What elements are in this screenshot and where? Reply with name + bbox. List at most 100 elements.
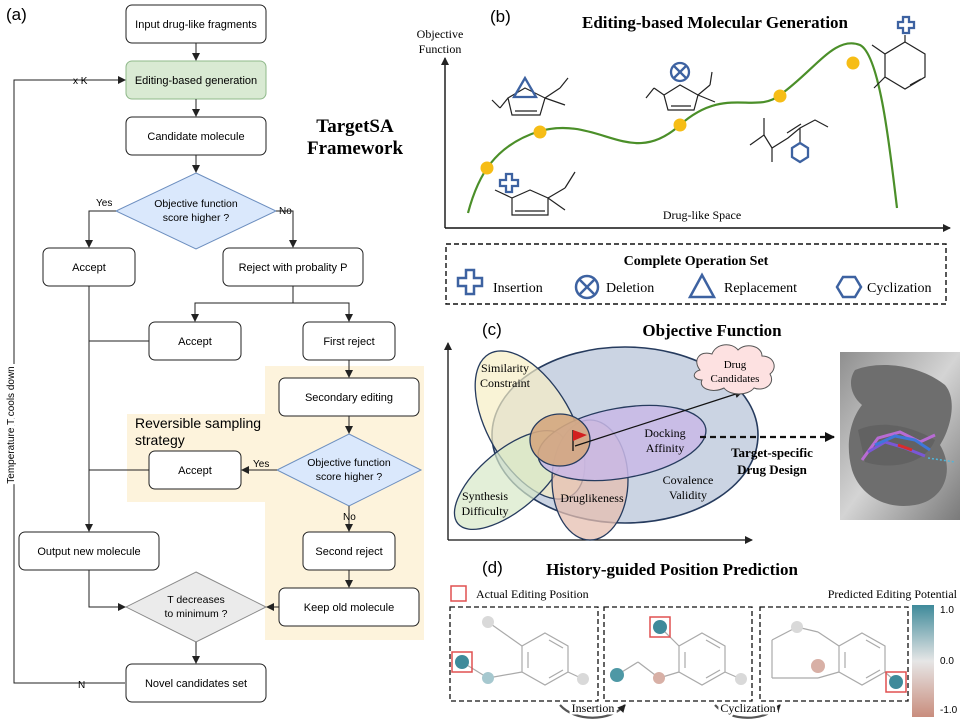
cyclization-halo: Cyclization xyxy=(720,701,775,715)
predicted-potential-label: Predicted Editing Potential xyxy=(828,587,958,601)
curve-point xyxy=(673,118,687,132)
docking-line1: Docking xyxy=(644,426,685,440)
edge-n: N xyxy=(78,680,85,691)
accept1-label: Accept xyxy=(72,262,106,274)
colorbar xyxy=(912,605,934,717)
triangle-icon xyxy=(687,272,717,299)
colorbar-tick: -1.0 xyxy=(940,705,958,716)
synthesis-line2: Difficulty xyxy=(461,504,508,518)
circled-x-icon xyxy=(574,274,600,300)
edge-no2: No xyxy=(343,512,356,523)
actual-position-marker xyxy=(649,616,671,638)
atom-node xyxy=(610,668,624,682)
insertion-arrow xyxy=(559,704,626,719)
synthesis-line1: Synthesis xyxy=(462,489,508,503)
decision1-line2: score higher ? xyxy=(163,212,230,224)
framework-title-line1: TargetSA xyxy=(316,116,394,137)
panel-c-title: Objective Function xyxy=(642,321,782,340)
candidate-arrow xyxy=(574,390,743,447)
operation-label: Deletion xyxy=(606,281,654,296)
molecule-box-2 xyxy=(603,606,753,702)
reversible-label-line2: strategy xyxy=(135,432,185,448)
edge-yes2: Yes xyxy=(253,459,269,470)
framework-title-line2: Framework xyxy=(307,138,403,159)
panel-b-title: Editing-based Molecular Generation xyxy=(582,13,849,32)
target-line2: Drug Design xyxy=(737,462,807,477)
operation-cyclization: Cyclization xyxy=(835,275,932,299)
panel-a-label: (a) xyxy=(6,5,27,24)
panel-b: (b) Editing-based Molecular Generation O… xyxy=(417,7,951,305)
operation-label: Insertion xyxy=(493,281,543,296)
novel-set-node xyxy=(125,663,267,703)
insertion-label: Insertion xyxy=(572,701,615,715)
accept3-label: Accept xyxy=(178,465,212,477)
flow-connectors xyxy=(13,43,353,684)
editing-node-label: Editing-based generation xyxy=(135,75,257,87)
panel-c: (c) Objective Function Similarity Constr… xyxy=(444,320,960,544)
core-ellipse xyxy=(529,413,591,467)
colorbar-tick: 0.0 xyxy=(940,656,954,667)
atom-node xyxy=(653,672,665,684)
atom-node xyxy=(653,620,667,634)
edge-xk: x K xyxy=(73,76,88,87)
cyclization-label: Cyclization xyxy=(720,701,775,715)
decision3-line2: to minimum ? xyxy=(164,608,227,620)
operation-label: Replacement xyxy=(724,281,797,296)
docking-line2: Affinity xyxy=(646,441,684,455)
molecule-sketch-5 xyxy=(871,15,926,90)
target-line1: Target-specific xyxy=(731,445,813,460)
triangle-icon xyxy=(512,75,538,99)
insertion-halo: Insertion xyxy=(572,701,615,715)
decision1-line1: Objective function xyxy=(154,198,238,210)
protein-pocket-image xyxy=(840,352,960,520)
actual-position-label: Actual Editing Position xyxy=(476,587,589,601)
similarity-line1: Similarity xyxy=(481,361,529,375)
operation-label: Cyclization xyxy=(867,281,932,296)
molecule-sketch-1 xyxy=(494,171,576,216)
atom-node xyxy=(482,672,494,684)
hexagon-icon xyxy=(835,275,863,299)
input-node-label: Input drug-like fragments xyxy=(135,19,257,31)
curve-point xyxy=(533,125,547,139)
drug-like-space-label: Drug-like Space xyxy=(663,208,741,222)
panel-d: (d) History-guided Position Prediction A… xyxy=(449,558,958,719)
molecule-sketch-2 xyxy=(491,75,569,116)
plus-icon xyxy=(896,15,916,35)
decision1-diamond xyxy=(114,172,278,250)
first-reject-label: First reject xyxy=(323,336,374,348)
panel-d-label: (d) xyxy=(482,558,503,577)
accept2-label: Accept xyxy=(178,336,212,348)
edge-yes1: Yes xyxy=(96,198,112,209)
cloud-line1: Drug xyxy=(724,359,747,371)
decision3-diamond xyxy=(124,571,268,643)
operation-set-box xyxy=(445,243,947,305)
objective-axis-line2: Function xyxy=(419,42,462,56)
operation-deletion: Deletion xyxy=(574,274,654,300)
candidate-node-label: Candidate molecule xyxy=(147,131,244,143)
atom-node xyxy=(735,673,747,685)
panel-c-label: (c) xyxy=(482,320,502,339)
atom-node xyxy=(577,673,589,685)
panel-a: (a) Reversible sampling strategy TargetS… xyxy=(3,4,424,703)
operation-set-title: Complete Operation Set xyxy=(624,254,769,269)
output-new-label: Output new molecule xyxy=(37,546,140,558)
second-reject-label: Second reject xyxy=(315,546,382,558)
molecule-box-1 xyxy=(449,606,599,702)
secondary-editing-label: Secondary editing xyxy=(305,392,393,404)
atom-node xyxy=(811,659,825,673)
flag-icon xyxy=(572,430,587,451)
reversible-label-line1: Reversible sampling xyxy=(135,415,261,431)
atom-node xyxy=(889,675,903,689)
curve-point xyxy=(480,161,494,175)
actual-position-swatch xyxy=(450,585,467,602)
cloud-line2: Candidates xyxy=(711,373,760,385)
actual-position-marker xyxy=(885,671,907,693)
cooling-label: Temperature T cools down xyxy=(6,366,17,483)
molecule-box-3 xyxy=(759,606,909,702)
covalence-line2: Validity xyxy=(669,488,707,502)
cyclization-arrow xyxy=(714,704,781,719)
decision2-line2: score higher ? xyxy=(316,471,383,483)
reject-prob-label: Reject with probality P xyxy=(239,262,348,274)
hexagon-icon xyxy=(790,141,810,164)
